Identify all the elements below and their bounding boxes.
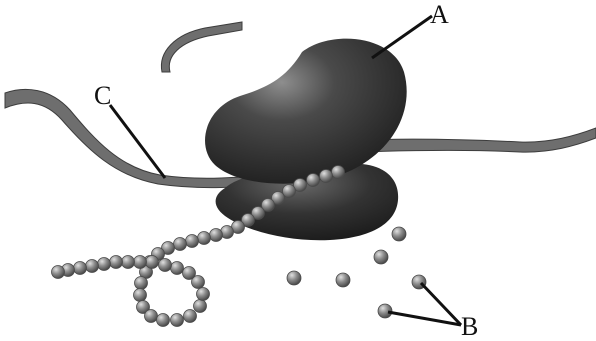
amino-acid-bead xyxy=(145,310,158,323)
amino-acid-bead xyxy=(134,289,147,302)
amino-acid-bead xyxy=(174,238,187,251)
amino-acid-bead xyxy=(332,166,345,179)
large-ribosomal-subunit xyxy=(205,39,407,184)
amino-acid-bead xyxy=(159,259,172,272)
amino-acid-bead xyxy=(320,170,333,183)
free-amino-acid-bead xyxy=(392,227,406,241)
free-amino-acid-bead xyxy=(374,250,388,264)
amino-acid-bead xyxy=(186,235,199,248)
amino-acid-bead xyxy=(134,256,147,269)
label-a: A xyxy=(430,2,449,28)
amino-acid-bead xyxy=(74,262,87,275)
amino-acid-bead xyxy=(171,262,184,275)
amino-acid-bead xyxy=(171,314,184,327)
free-amino-acids xyxy=(287,227,426,318)
pointer-line-a xyxy=(372,16,432,58)
amino-acid-bead xyxy=(157,314,170,327)
amino-acid-bead xyxy=(307,174,320,187)
amino-acid-bead xyxy=(122,256,135,269)
label-b: B xyxy=(461,314,478,340)
amino-acid-bead xyxy=(183,267,196,280)
amino-acid-bead xyxy=(197,288,210,301)
amino-acid-bead xyxy=(98,258,111,271)
amino-acid-bead xyxy=(135,277,148,290)
mrna-strand-right xyxy=(360,128,596,152)
amino-acid-bead xyxy=(110,256,123,269)
amino-acid-bead xyxy=(146,256,159,269)
amino-acid-bead xyxy=(86,260,99,273)
amino-acid-bead xyxy=(52,266,65,279)
amino-acid-bead xyxy=(194,300,207,313)
free-amino-acid-bead xyxy=(287,271,301,285)
amino-acid-bead xyxy=(184,310,197,323)
amino-acid-bead xyxy=(210,229,223,242)
free-amino-acid-bead xyxy=(336,273,350,287)
label-c: C xyxy=(94,83,111,109)
amino-acid-bead xyxy=(198,232,211,245)
polypeptide-chain xyxy=(52,166,345,327)
mrna-fragment-top xyxy=(161,22,242,72)
